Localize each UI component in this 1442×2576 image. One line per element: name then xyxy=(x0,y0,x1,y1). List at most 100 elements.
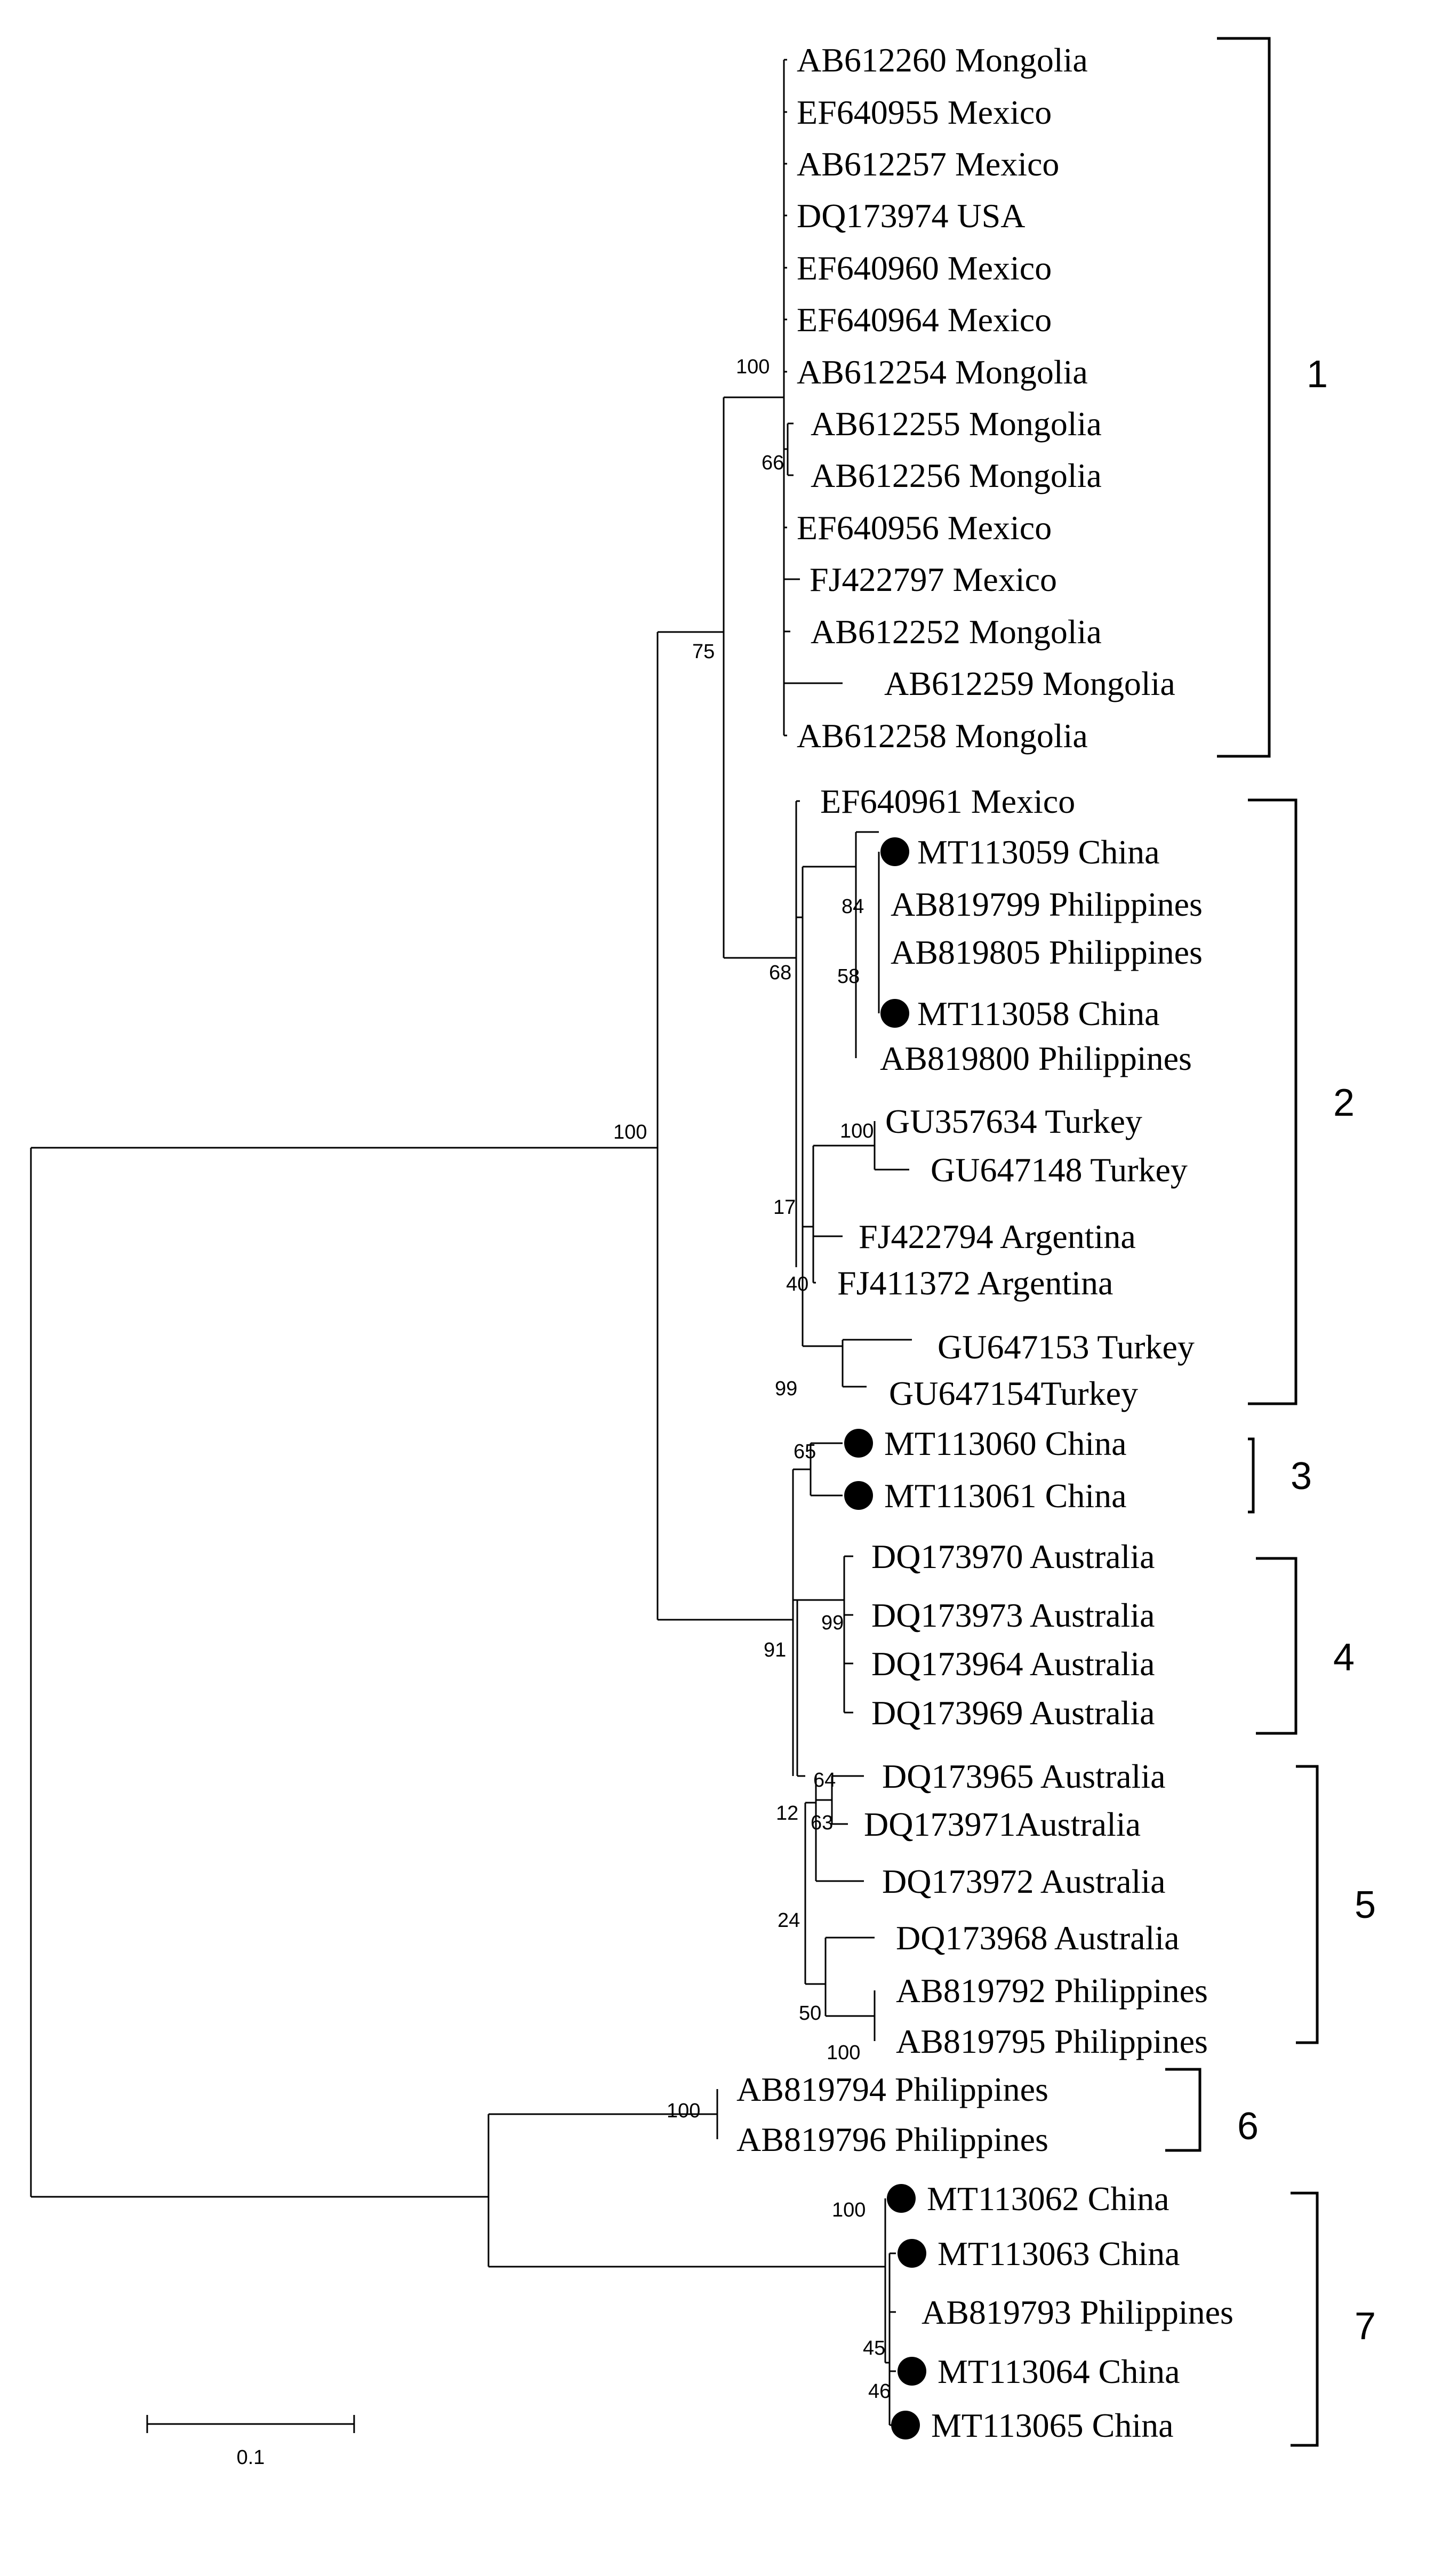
bootstrap-value: 45 xyxy=(863,2337,885,2359)
leaf-label: FJ411372 Argentina xyxy=(837,1264,1113,1302)
leaf-label: AB819805 Philippines xyxy=(891,933,1203,971)
leaf-label: MT113058 China xyxy=(917,995,1160,1033)
leaf-label: AB819794 Philippines xyxy=(736,2070,1048,2108)
bootstrap-value: 75 xyxy=(692,641,715,663)
clade-bracket xyxy=(1217,37,1271,758)
bootstrap-value: 50 xyxy=(799,2002,821,2025)
sample-marker-dot xyxy=(891,2411,920,2439)
leaf-label: GU647154Turkey xyxy=(889,1374,1138,1412)
sample-marker-dot xyxy=(898,2357,926,2386)
bootstrap-value: 63 xyxy=(811,1812,833,1834)
bootstrap-labels: 100 66 75 84 58 68 100 17 40 99 100 65 99 91 64 63 12 24 5… xyxy=(613,356,891,2403)
leaf-label: EF640961 Mexico xyxy=(820,782,1075,820)
leaf-label: AB612260 Mongolia xyxy=(797,41,1088,79)
clade-bracket xyxy=(1165,2068,1201,2152)
scale-bar: 0.1 xyxy=(146,2415,355,2469)
leaf-label: MT113059 China xyxy=(917,833,1160,871)
leaf-label: AB612258 Mongolia xyxy=(797,717,1088,755)
bootstrap-value: 91 xyxy=(764,1639,786,1661)
bootstrap-value: 64 xyxy=(813,1769,836,1791)
bootstrap-value: 12 xyxy=(776,1802,798,1825)
bootstrap-value: 58 xyxy=(837,965,860,988)
leaf-label: AB819800 Philippines xyxy=(880,1039,1192,1077)
bootstrap-value: 100 xyxy=(736,356,770,378)
tree-branches xyxy=(30,59,912,2426)
leaf-label: FJ422794 Argentina xyxy=(859,1218,1136,1255)
leaf-label: EF640955 Mexico xyxy=(797,93,1052,131)
bootstrap-value: 40 xyxy=(786,1273,808,1295)
clade-number: 6 xyxy=(1237,2105,1259,2148)
leaf-label: DQ173968 Australia xyxy=(896,1919,1180,1957)
leaf-label: DQ173970 Australia xyxy=(871,1538,1155,1575)
bootstrap-value: 100 xyxy=(827,2042,860,2064)
leaf-label: MT113062 China xyxy=(927,2180,1169,2218)
leaf-label: DQ173972 Australia xyxy=(882,1862,1166,1900)
leaf-label: AB612257 Mexico xyxy=(797,145,1059,183)
bootstrap-value: 99 xyxy=(821,1612,844,1634)
clade-bracket xyxy=(1248,798,1297,1405)
bootstrap-value: 84 xyxy=(842,895,864,918)
leaf-label: DQ173964 Australia xyxy=(871,1645,1155,1683)
leaf-label: AB612252 Mongolia xyxy=(811,613,1102,651)
leaf-label: AB819799 Philippines xyxy=(891,885,1203,923)
leaf-label: AB612259 Mongolia xyxy=(884,665,1175,702)
leaf-label: MT113065 China xyxy=(931,2406,1174,2444)
leaf-label: FJ422797 Mexico xyxy=(810,561,1057,598)
leaf-label: GU647148 Turkey xyxy=(931,1151,1188,1189)
sample-marker-dot xyxy=(887,2184,916,2213)
leaf-label: EF640964 Mexico xyxy=(797,301,1052,339)
leaf-label: AB819795 Philippines xyxy=(896,2022,1208,2060)
bootstrap-value: 100 xyxy=(840,1120,874,1142)
clade-bracket xyxy=(1296,1765,1319,2044)
leaf-label: DQ173973 Australia xyxy=(871,1596,1155,1634)
scale-bar-label: 0.1 xyxy=(237,2446,265,2469)
leaf-label: AB612254 Mongolia xyxy=(797,353,1088,391)
leaf-label: MT113060 China xyxy=(884,1425,1127,1462)
sample-marker-dot xyxy=(880,837,909,866)
bootstrap-value: 100 xyxy=(613,1121,647,1143)
leaf-label: EF640960 Mexico xyxy=(797,249,1052,287)
leaf-label: AB819796 Philippines xyxy=(736,2121,1048,2158)
leaf-label: EF640956 Mexico xyxy=(797,509,1052,547)
bootstrap-value: 66 xyxy=(762,452,784,474)
clade-bracket xyxy=(1291,2191,1319,2447)
clade-brackets: 1 2 3 4 5 6 7 xyxy=(1165,37,1376,2447)
leaf-label: GU647153 Turkey xyxy=(938,1328,1195,1366)
bootstrap-value: 17 xyxy=(773,1196,796,1219)
bootstrap-value: 99 xyxy=(775,1378,797,1400)
clade-bracket xyxy=(1256,1557,1297,1735)
leaf-label: AB819793 Philippines xyxy=(922,2293,1233,2331)
clade-number: 1 xyxy=(1307,353,1328,396)
sample-marker-dot xyxy=(844,1429,873,1458)
leaf-label: MT113061 China xyxy=(884,1477,1127,1515)
leaf-label: DQ173965 Australia xyxy=(882,1757,1166,1795)
bootstrap-value: 68 xyxy=(769,962,791,984)
bootstrap-value: 100 xyxy=(832,2199,866,2221)
leaf-label: GU357634 Turkey xyxy=(885,1102,1142,1140)
sample-markers xyxy=(844,837,926,2439)
leaf-label: AB612256 Mongolia xyxy=(811,457,1102,494)
leaf-label: AB612255 Mongolia xyxy=(811,405,1102,443)
sample-marker-dot xyxy=(880,999,909,1028)
bootstrap-value: 100 xyxy=(667,2100,700,2122)
leaf-label: MT113064 China xyxy=(938,2353,1180,2390)
bootstrap-value: 65 xyxy=(794,1441,816,1463)
clade-number: 2 xyxy=(1333,1082,1355,1124)
leaf-label: MT113063 China xyxy=(938,2235,1180,2273)
clade-bracket xyxy=(1248,1437,1255,1514)
scale-bar-line xyxy=(146,2415,355,2433)
leaf-label: DQ173974 USA xyxy=(797,197,1025,235)
clade-number: 4 xyxy=(1333,1636,1355,1679)
leaf-label: AB819792 Philippines xyxy=(896,1972,1208,2010)
clade-number: 5 xyxy=(1355,1884,1376,1926)
leaf-label: DQ173971Australia xyxy=(864,1805,1141,1843)
clade-number: 3 xyxy=(1291,1455,1312,1498)
bootstrap-value: 46 xyxy=(868,2380,891,2403)
sample-marker-dot xyxy=(898,2239,926,2268)
leaf-label: DQ173969 Australia xyxy=(871,1694,1155,1732)
bootstrap-value: 24 xyxy=(778,1909,800,1932)
clade-number: 7 xyxy=(1355,2305,1376,2348)
sample-marker-dot xyxy=(844,1481,873,1510)
